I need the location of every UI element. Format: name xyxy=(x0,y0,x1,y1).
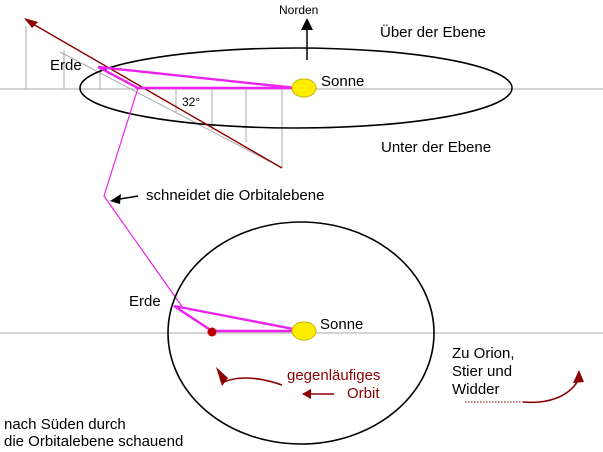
top-orbit-ellipse xyxy=(79,47,513,129)
direction-label-line1: Zu Orion, xyxy=(452,345,515,362)
retrograde-arrows xyxy=(223,376,581,404)
projection-lines xyxy=(25,26,283,169)
sun-label-top: Sonne xyxy=(321,73,364,90)
top-orbit-sun-lines xyxy=(97,65,297,90)
earth-axis-arrowhead xyxy=(24,18,38,28)
earth-label-top: Erde xyxy=(50,57,82,74)
direction-label-line2: Stier und xyxy=(452,363,512,380)
below-plane-label: Unter der Ebene xyxy=(381,139,491,156)
sun-label-bottom: Sonne xyxy=(320,316,363,333)
retrograde-arrowheads xyxy=(216,367,584,399)
connector-line xyxy=(103,87,184,309)
earth-axis-line xyxy=(25,19,283,169)
sun-top xyxy=(291,78,317,98)
view-label-line1: nach Süden durch xyxy=(4,416,126,433)
retrograde-label-line2: Orbit xyxy=(347,385,380,402)
intersect-pointer-head xyxy=(110,194,121,204)
earth-label-bottom: Erde xyxy=(129,293,161,310)
earth-dot xyxy=(207,327,217,337)
intersects-label: schneidet die Orbitalebene xyxy=(146,187,324,204)
view-label-line2: die Orbitalebene schauend xyxy=(4,433,183,450)
north-label: Norden xyxy=(279,3,318,17)
direction-label-line3: Widder xyxy=(452,381,500,398)
retrograde-label-line1: gegenläufiges xyxy=(287,367,380,384)
above-plane-label: Über der Ebene xyxy=(380,23,486,41)
bottom-orbit-sun-lines xyxy=(173,304,305,333)
angle-label: 32° xyxy=(182,95,200,109)
bottom-orbit-circle xyxy=(167,221,435,445)
sun-bottom xyxy=(291,321,317,341)
